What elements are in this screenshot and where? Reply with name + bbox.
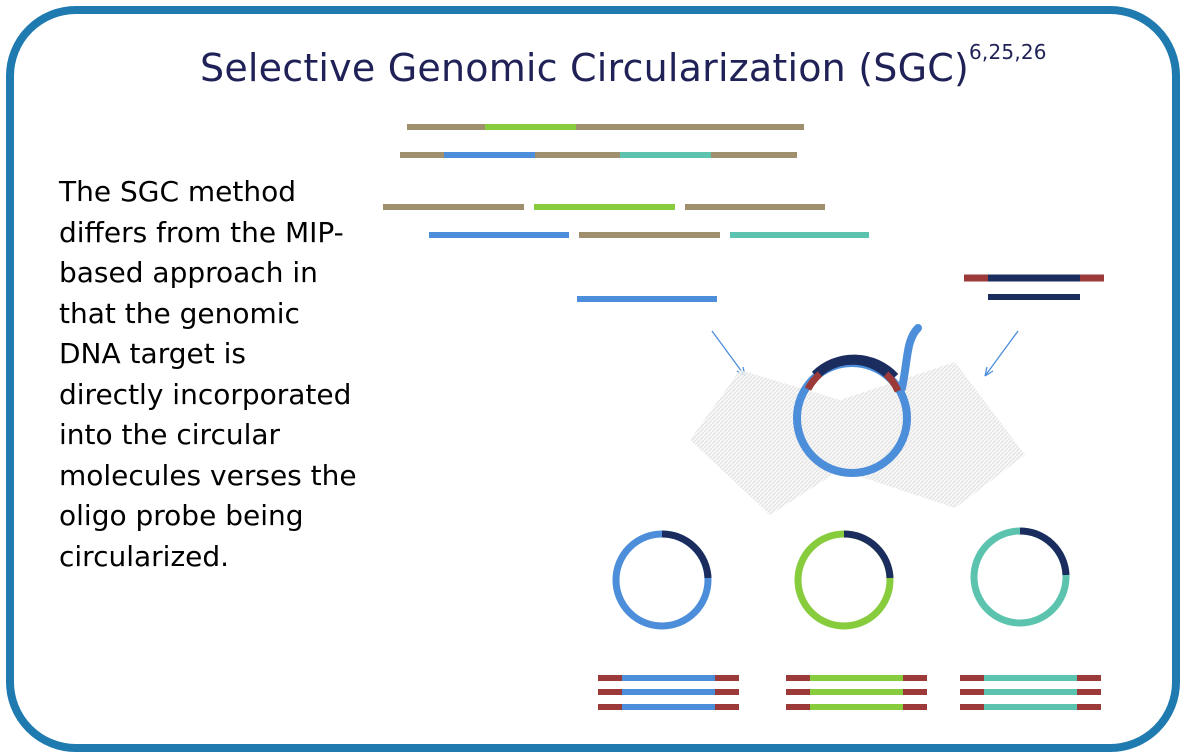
library-green	[786, 675, 927, 710]
description-line: The SGC method	[59, 175, 297, 208]
slide-title: Selective Genomic Circularization (SGC)6…	[200, 40, 1100, 90]
circular-molecule-teal	[970, 527, 1070, 627]
sgc-probe	[964, 274, 1104, 300]
description-text: The SGC method differs from the MIP- bas…	[59, 172, 389, 577]
library-blue	[598, 675, 739, 710]
arrow-right-down-icon	[984, 330, 1019, 377]
arrow-left-down-icon	[711, 330, 746, 377]
description-line: differs from the MIP-	[59, 215, 344, 249]
genomic-dna-top	[400, 124, 804, 158]
fragmented-dna	[383, 204, 869, 238]
description-line: that the genomic	[59, 296, 300, 330]
description-line: based approach in	[59, 256, 318, 289]
probe-arc-outer	[811, 354, 899, 379]
description-line: molecules verses the	[59, 458, 357, 492]
shaded-funnel	[690, 362, 1025, 515]
description-line: circularized.	[59, 539, 230, 573]
probe-adapter	[883, 371, 902, 393]
description-line: DNA target is	[59, 337, 246, 370]
title-superscript: 6,25,26	[968, 40, 1047, 64]
description-line: directly incorporated	[59, 377, 352, 411]
circular-molecule-green	[794, 530, 894, 630]
circular-molecule-blue	[612, 530, 712, 630]
slide-frame	[6, 6, 1180, 752]
description-line: oligo probe being	[59, 499, 304, 532]
description-line: into the circular	[59, 418, 281, 451]
library-teal	[960, 675, 1101, 710]
title-text: Selective Genomic Circularization (SGC)	[200, 46, 969, 90]
circularization-step	[793, 324, 922, 477]
probe-adapter	[804, 371, 823, 391]
target-tail	[898, 324, 922, 392]
